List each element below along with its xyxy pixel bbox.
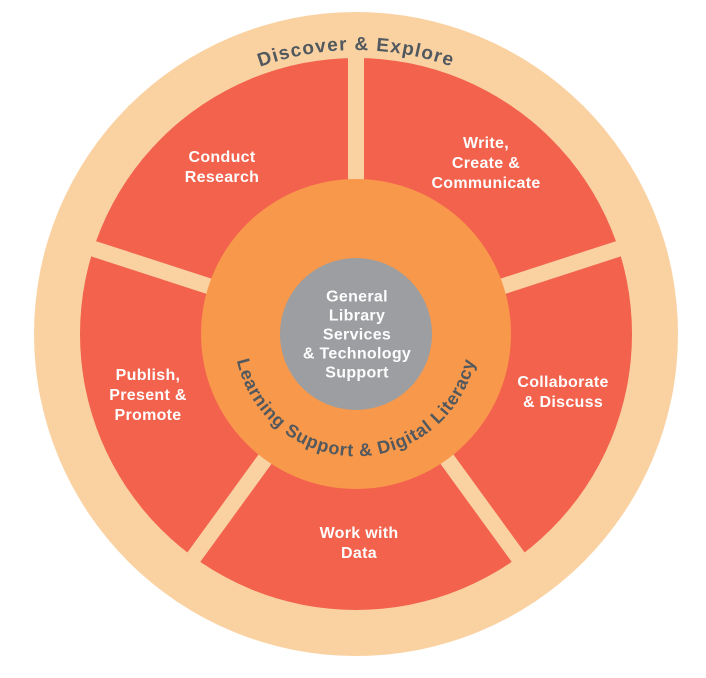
segment-label-collaborate-discuss: Collaborate & Discuss (517, 374, 609, 411)
segment-label-conduct-research: Conduct Research (184, 149, 260, 186)
segment-divider-bottom-right (433, 444, 527, 565)
segment-label-publish-present-promote: Publish, Present & Promote (109, 367, 187, 424)
segment-divider-right (488, 240, 624, 298)
segment-divider-bottom-left (185, 444, 279, 565)
segment-label-work-with-data: Work with Data (319, 525, 399, 562)
center-circle (280, 258, 432, 410)
segment-dividers (88, 55, 624, 565)
center-label: General Library Services & Technology Su… (302, 288, 412, 382)
segment-label-write-create-communicate: Write, Create & Communicate (431, 135, 541, 192)
segment-divider-left (88, 240, 224, 298)
